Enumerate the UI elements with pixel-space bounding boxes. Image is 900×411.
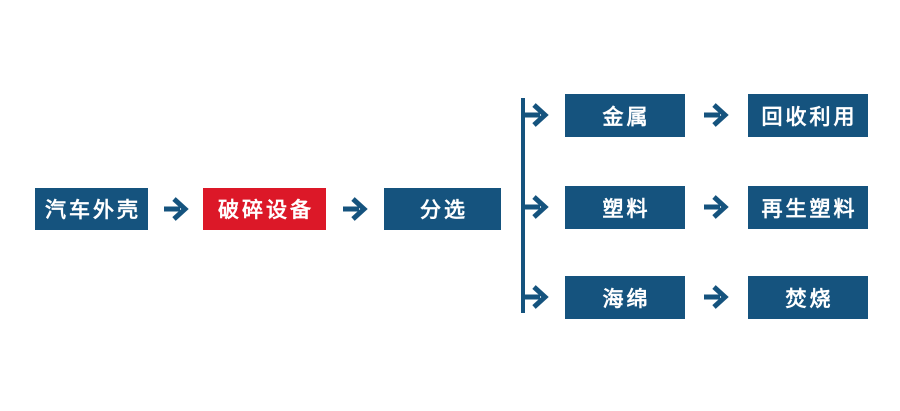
node-plastic: 塑料 (565, 186, 685, 229)
node-recycle-reuse-label: 回收利用 (761, 105, 858, 129)
node-crushing-equipment-label: 破碎设备 (218, 199, 314, 222)
node-auto-shell-label: 汽车外壳 (45, 199, 141, 222)
node-metal: 金属 (565, 94, 685, 137)
node-recycle-reuse: 回收利用 (748, 94, 868, 137)
arrow-right-icon (702, 194, 732, 220)
node-recycled-plastic: 再生塑料 (748, 186, 868, 229)
branch-arrow-right-icon (522, 102, 552, 128)
node-incineration: 焚烧 (748, 276, 868, 319)
arrow-right-icon (702, 102, 732, 128)
node-sorting: 分选 (384, 188, 501, 230)
node-sponge: 海绵 (565, 276, 685, 319)
node-sorting-label: 分选 (420, 199, 468, 222)
node-recycled-plastic-label: 再生塑料 (761, 197, 858, 221)
node-auto-shell: 汽车外壳 (35, 188, 148, 230)
arrow-right-icon (162, 196, 192, 222)
node-metal-label: 金属 (602, 105, 651, 129)
node-plastic-label: 塑料 (602, 197, 651, 221)
node-crushing-equipment: 破碎设备 (203, 188, 326, 230)
arrow-right-icon (341, 196, 371, 222)
branch-arrow-right-icon (522, 284, 552, 310)
node-incineration-label: 焚烧 (785, 287, 834, 311)
arrow-right-icon (702, 284, 732, 310)
node-sponge-label: 海绵 (602, 287, 651, 311)
branch-arrow-right-icon (522, 194, 552, 220)
